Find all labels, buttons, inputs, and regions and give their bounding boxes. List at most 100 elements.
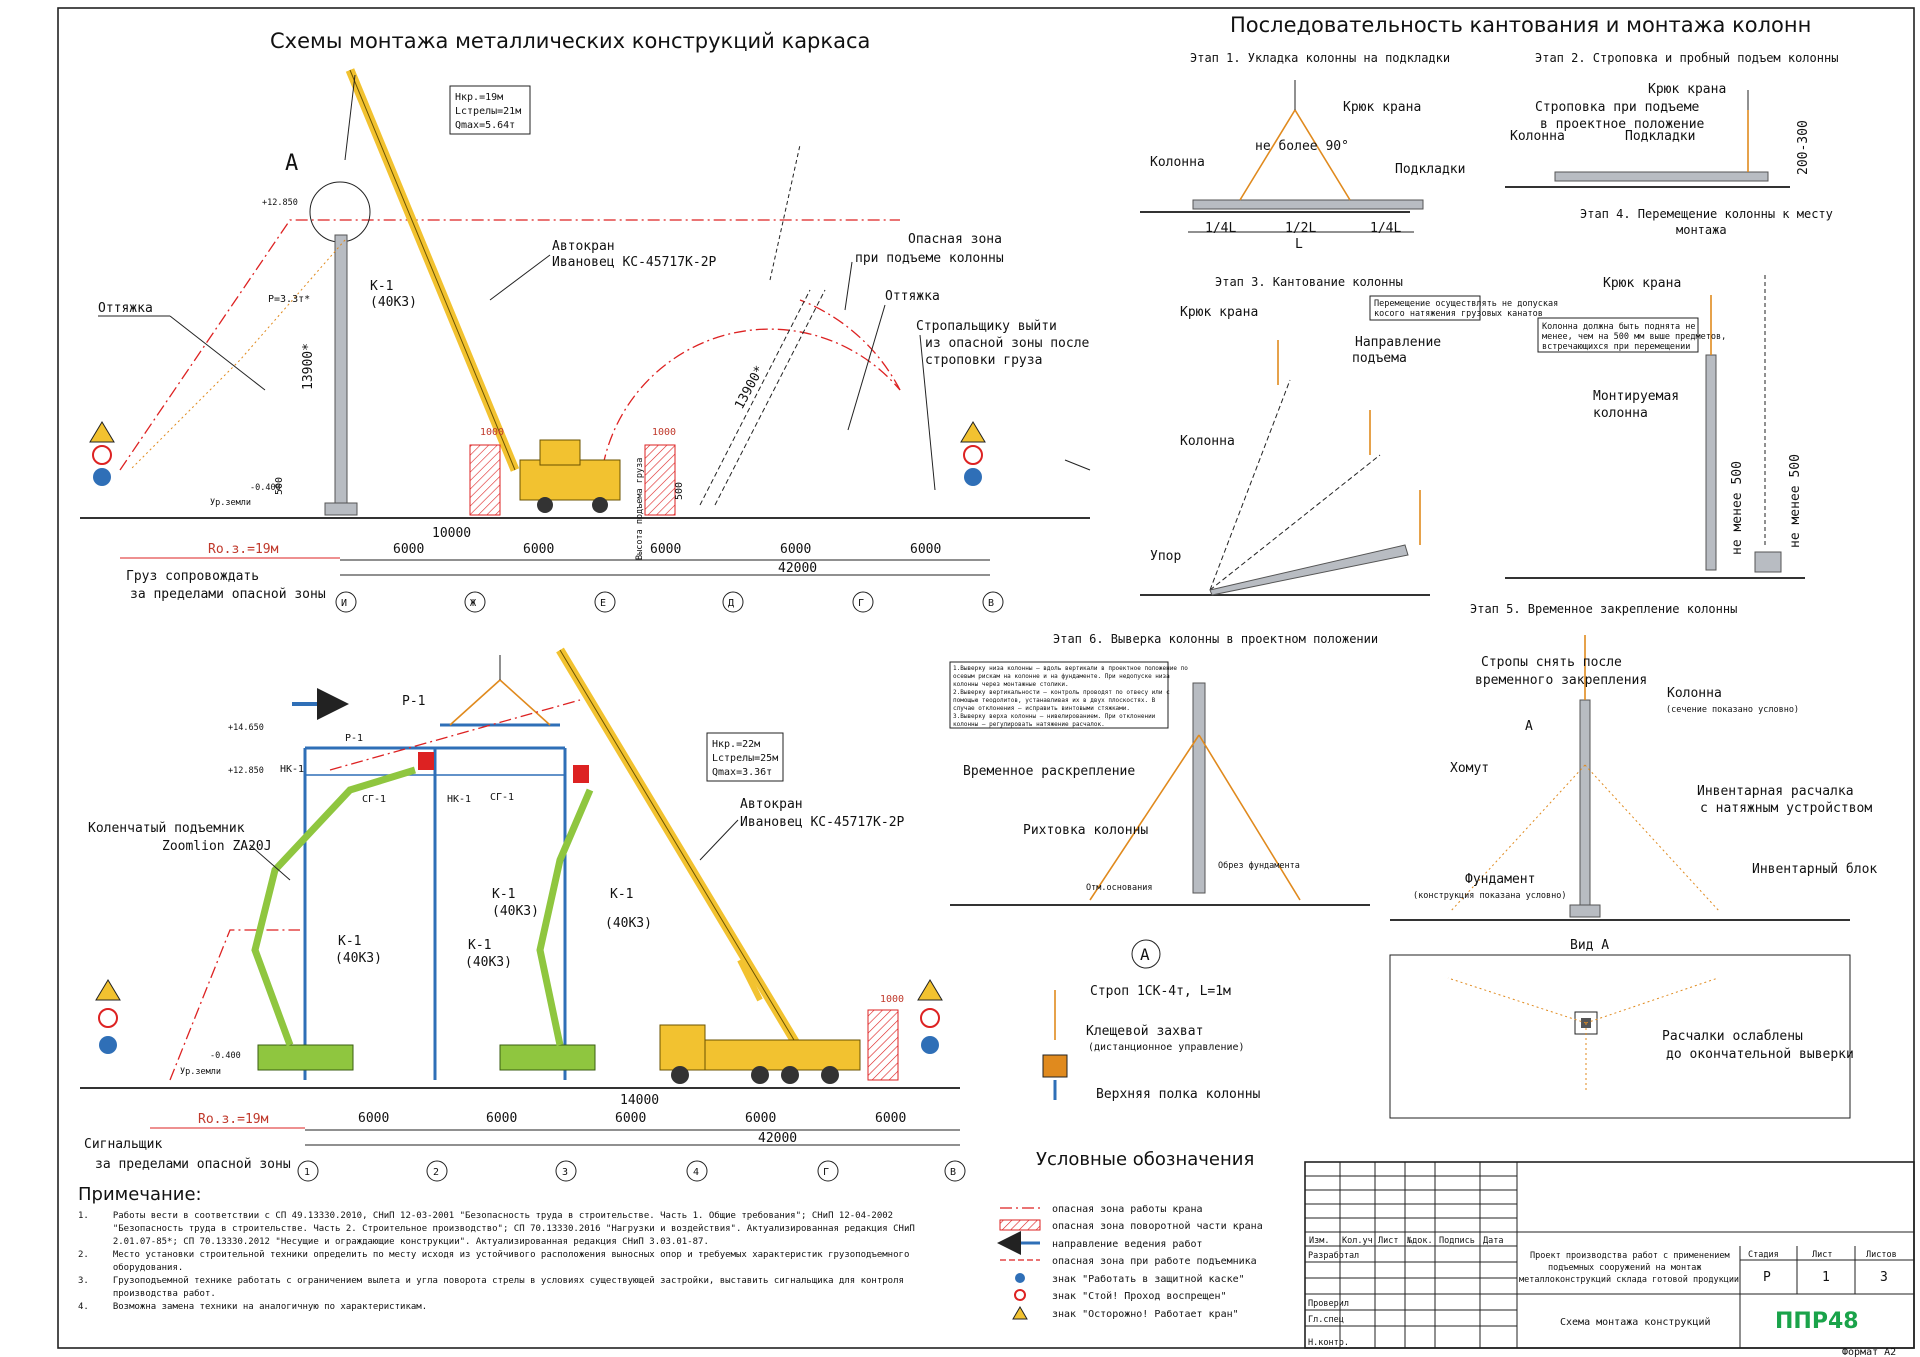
dim-half: 1/2L bbox=[1285, 221, 1316, 236]
stage-6: Этап 6. Выверка колонны в проектном поло… bbox=[949, 632, 1378, 906]
base-mark: Отм.основания bbox=[1086, 883, 1153, 893]
slinging-label: Строповка при подъеме bbox=[1535, 100, 1700, 115]
tb-header: Кол.уч bbox=[1342, 1236, 1373, 1246]
elev-mid: +12.850 bbox=[228, 766, 264, 776]
col-c-section: (40К3) bbox=[465, 955, 512, 970]
upper-scheme: А bbox=[80, 68, 1091, 613]
title-right: Последовательность кантования и монтажа … bbox=[1230, 13, 1811, 37]
column-raise-path bbox=[699, 289, 811, 506]
span-3: 6000 bbox=[615, 1111, 646, 1126]
sg1-label: СГ-1 bbox=[362, 794, 386, 805]
elev-top: +14.650 bbox=[228, 723, 264, 733]
elev-top: +12.850 bbox=[262, 198, 298, 208]
flange-label: Верхняя полка колонны bbox=[1096, 1087, 1261, 1102]
axis-label: Д bbox=[728, 598, 734, 609]
stage-5-title: Этап 5. Временное закрепление колонны bbox=[1470, 602, 1737, 616]
stage-value: Р bbox=[1763, 1270, 1771, 1285]
stage-1: Этап 1. Укладка колонны на подкладки Крю… bbox=[1140, 51, 1465, 252]
legend: Условные обозначения опасная зона работы… bbox=[997, 1149, 1263, 1320]
cargo-note: Груз сопровождать bbox=[126, 569, 259, 584]
column-label: Монтируемая bbox=[1593, 389, 1679, 404]
dim-10000: 10000 bbox=[432, 526, 471, 541]
sling-label: Строп 1СК-4т, L=1м bbox=[1090, 984, 1231, 999]
company-logo: ППР48 bbox=[1775, 1309, 1859, 1334]
dim-total: L bbox=[1295, 237, 1303, 252]
project-line-2: подъемных сооружений на монтаж bbox=[1548, 1263, 1702, 1273]
note-line: 3.Выверку верха колонны – нивелированием… bbox=[953, 713, 1156, 720]
span-2: 6000 bbox=[523, 542, 554, 557]
crane-warning-icon bbox=[89, 421, 115, 443]
sling bbox=[1239, 108, 1351, 201]
legend-item: опасная зона поворотной части крана bbox=[1052, 1220, 1263, 1232]
stage-4-title: Этап 4. Перемещение колонны к месту bbox=[1580, 207, 1833, 221]
notes-box bbox=[949, 661, 1169, 729]
crane-model: Ивановец КС-45717К-2Р bbox=[740, 815, 905, 830]
sheets-header: Листов bbox=[1866, 1250, 1897, 1260]
note-line-1: Перемещение осуществлять не допуская bbox=[1374, 299, 1558, 309]
slew-danger-zone bbox=[867, 1009, 899, 1081]
tb-header: №док. bbox=[1406, 1236, 1433, 1246]
tb-role: Гл.спец bbox=[1308, 1315, 1344, 1325]
ground-level: Ур.земли bbox=[180, 1067, 221, 1077]
column bbox=[1579, 699, 1591, 906]
notes: Примечание: bbox=[78, 1184, 202, 1205]
column-note: (сечение показано условно) bbox=[1666, 705, 1799, 715]
slinger-note-3: строповки груза bbox=[925, 353, 1042, 368]
dim-1000: 1000 bbox=[880, 994, 904, 1005]
rikhtovka-label: Рихтовка колонны bbox=[1023, 823, 1148, 838]
warning-signs-right bbox=[960, 421, 986, 486]
pads-label: Подкладки bbox=[1395, 162, 1465, 177]
angle-label: не более 90° bbox=[1255, 139, 1349, 154]
note-line-2: менее, чем на 500 мм выше предметов, bbox=[1542, 332, 1726, 342]
view-a-circle bbox=[309, 181, 371, 243]
stage-4: Этап 4. Перемещение колонны к месту монт… bbox=[1505, 207, 1833, 579]
col-a-section: (40К3) bbox=[335, 951, 382, 966]
crane-warning-icon bbox=[917, 979, 943, 1001]
crane-model: Ивановец КС-45717К-2Р bbox=[552, 255, 717, 270]
col-a-label: К-1 bbox=[338, 934, 361, 949]
column-label: Колонна bbox=[1180, 434, 1235, 449]
axis-label: 4 bbox=[693, 1167, 699, 1178]
lift-danger-label-2: при подъеме колонны bbox=[855, 251, 1004, 266]
detail-mark: А bbox=[1140, 945, 1150, 964]
note-line: 2.Выверку вертикальности – контроль пров… bbox=[953, 689, 1170, 696]
ground-level: Ур.земли bbox=[210, 498, 251, 508]
warning-signs-left bbox=[89, 421, 115, 486]
temp-bracing-label: Временное раскрепление bbox=[963, 764, 1135, 779]
note-line: 1.Выверку низа колонны – вдоль вертикали… bbox=[953, 665, 1188, 672]
dim-500: 500 bbox=[274, 477, 285, 495]
note-line-2: косого натяжения грузовых канатов bbox=[1374, 309, 1543, 319]
crane-max-load: Qmax=3.36т bbox=[712, 767, 772, 778]
crane-warning-icon bbox=[95, 979, 121, 1001]
guy-label: Инвентарная расчалка bbox=[1697, 784, 1854, 799]
no-entry-icon bbox=[1014, 1289, 1026, 1301]
guy-lines bbox=[1449, 764, 1721, 913]
slinger-note-2: из опасной зоны после bbox=[925, 336, 1090, 351]
foundation-edge: Обрез фундамента bbox=[1218, 860, 1300, 871]
helmet-sign-icon bbox=[964, 468, 982, 486]
view-a-marker: А bbox=[285, 151, 298, 176]
column-label: Колонна bbox=[1150, 155, 1205, 170]
legend-item: знак "Осторожно! Работает кран" bbox=[1052, 1308, 1239, 1320]
hk1-label: НК-1 bbox=[280, 764, 304, 775]
crane-height: Hкр.=22м bbox=[712, 739, 760, 750]
direction-label: Направление bbox=[1355, 335, 1441, 350]
note-item: 3.Грузоподъемной технике работать с огра… bbox=[78, 1276, 904, 1299]
span-5: 6000 bbox=[875, 1111, 906, 1126]
boom-lift-right bbox=[499, 1044, 596, 1071]
crane-params-box bbox=[449, 85, 531, 135]
cargo-note-2: за пределами опасной зоны bbox=[130, 587, 326, 602]
hk1-label-b: НК-1 bbox=[447, 794, 471, 805]
note-item: 4.Возможна замена техники на аналогичную… bbox=[78, 1302, 428, 1312]
project-line-1: Проект производства работ с применением bbox=[1530, 1250, 1730, 1261]
direction-label-2: подъема bbox=[1352, 351, 1407, 366]
tb-role: Разработал bbox=[1308, 1250, 1359, 1261]
guy-note-2: до окончательной выверки bbox=[1666, 1047, 1854, 1062]
notes-list: 1.Работы вести в соответствии с СП 49.13… bbox=[78, 1210, 958, 1314]
crane-params-box bbox=[706, 732, 784, 782]
beam-p1-label: Р-1 bbox=[402, 694, 425, 709]
no-entry-icon bbox=[963, 445, 983, 465]
note-line: случае отклонения – исправить винтовыми … bbox=[953, 705, 1130, 712]
break-line bbox=[1064, 459, 1091, 471]
crane-warning-icon bbox=[960, 421, 986, 443]
